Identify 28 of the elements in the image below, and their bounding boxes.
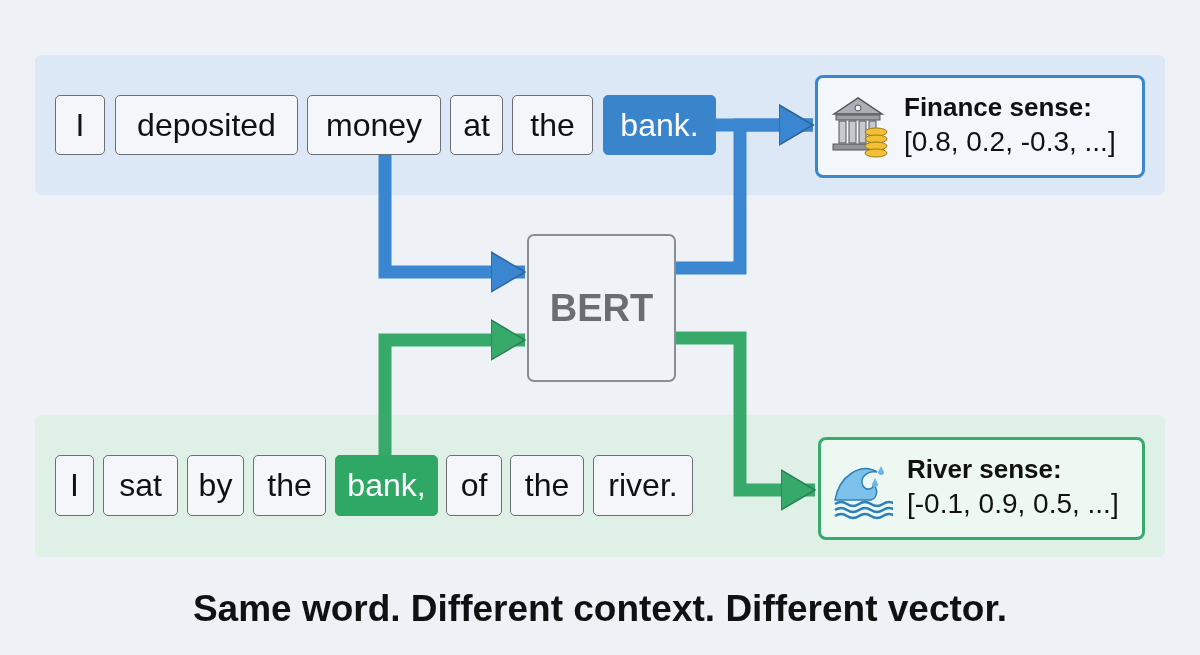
vector-values: [-0.1, 0.9, 0.5, ...] xyxy=(907,488,1119,520)
word-token: at xyxy=(450,95,503,155)
embedding-card xyxy=(818,437,1145,540)
word-token: I xyxy=(55,455,94,516)
caption: Same word. Different context. Different vector. xyxy=(192,588,1008,629)
sentence-band xyxy=(35,55,1165,195)
embedding-card xyxy=(815,75,1145,178)
word-token: the xyxy=(512,95,593,155)
model-box: BERT xyxy=(527,234,676,382)
vector-values: [0.8, 0.2, -0.3, ...] xyxy=(904,126,1116,158)
word-token: the xyxy=(510,455,584,516)
word-token: of xyxy=(446,455,502,516)
word-token: by xyxy=(187,455,244,516)
flow-arrow xyxy=(676,104,814,275)
word-token: I xyxy=(55,95,105,155)
flow-arrow xyxy=(378,319,526,455)
word-token: river. xyxy=(593,455,693,516)
word-token: sat xyxy=(103,455,178,516)
flow-arrow xyxy=(676,331,816,511)
highlighted-word-token: bank, xyxy=(335,455,438,516)
word-token: the xyxy=(253,455,326,516)
sentence-band xyxy=(35,415,1165,557)
flow-arrow xyxy=(378,155,526,293)
highlighted-word-token: bank. xyxy=(603,95,716,155)
card-heading: River sense: xyxy=(907,454,1062,485)
card-heading: Finance sense: xyxy=(904,92,1092,123)
word-token: deposited xyxy=(115,95,298,155)
word-token: money xyxy=(307,95,441,155)
